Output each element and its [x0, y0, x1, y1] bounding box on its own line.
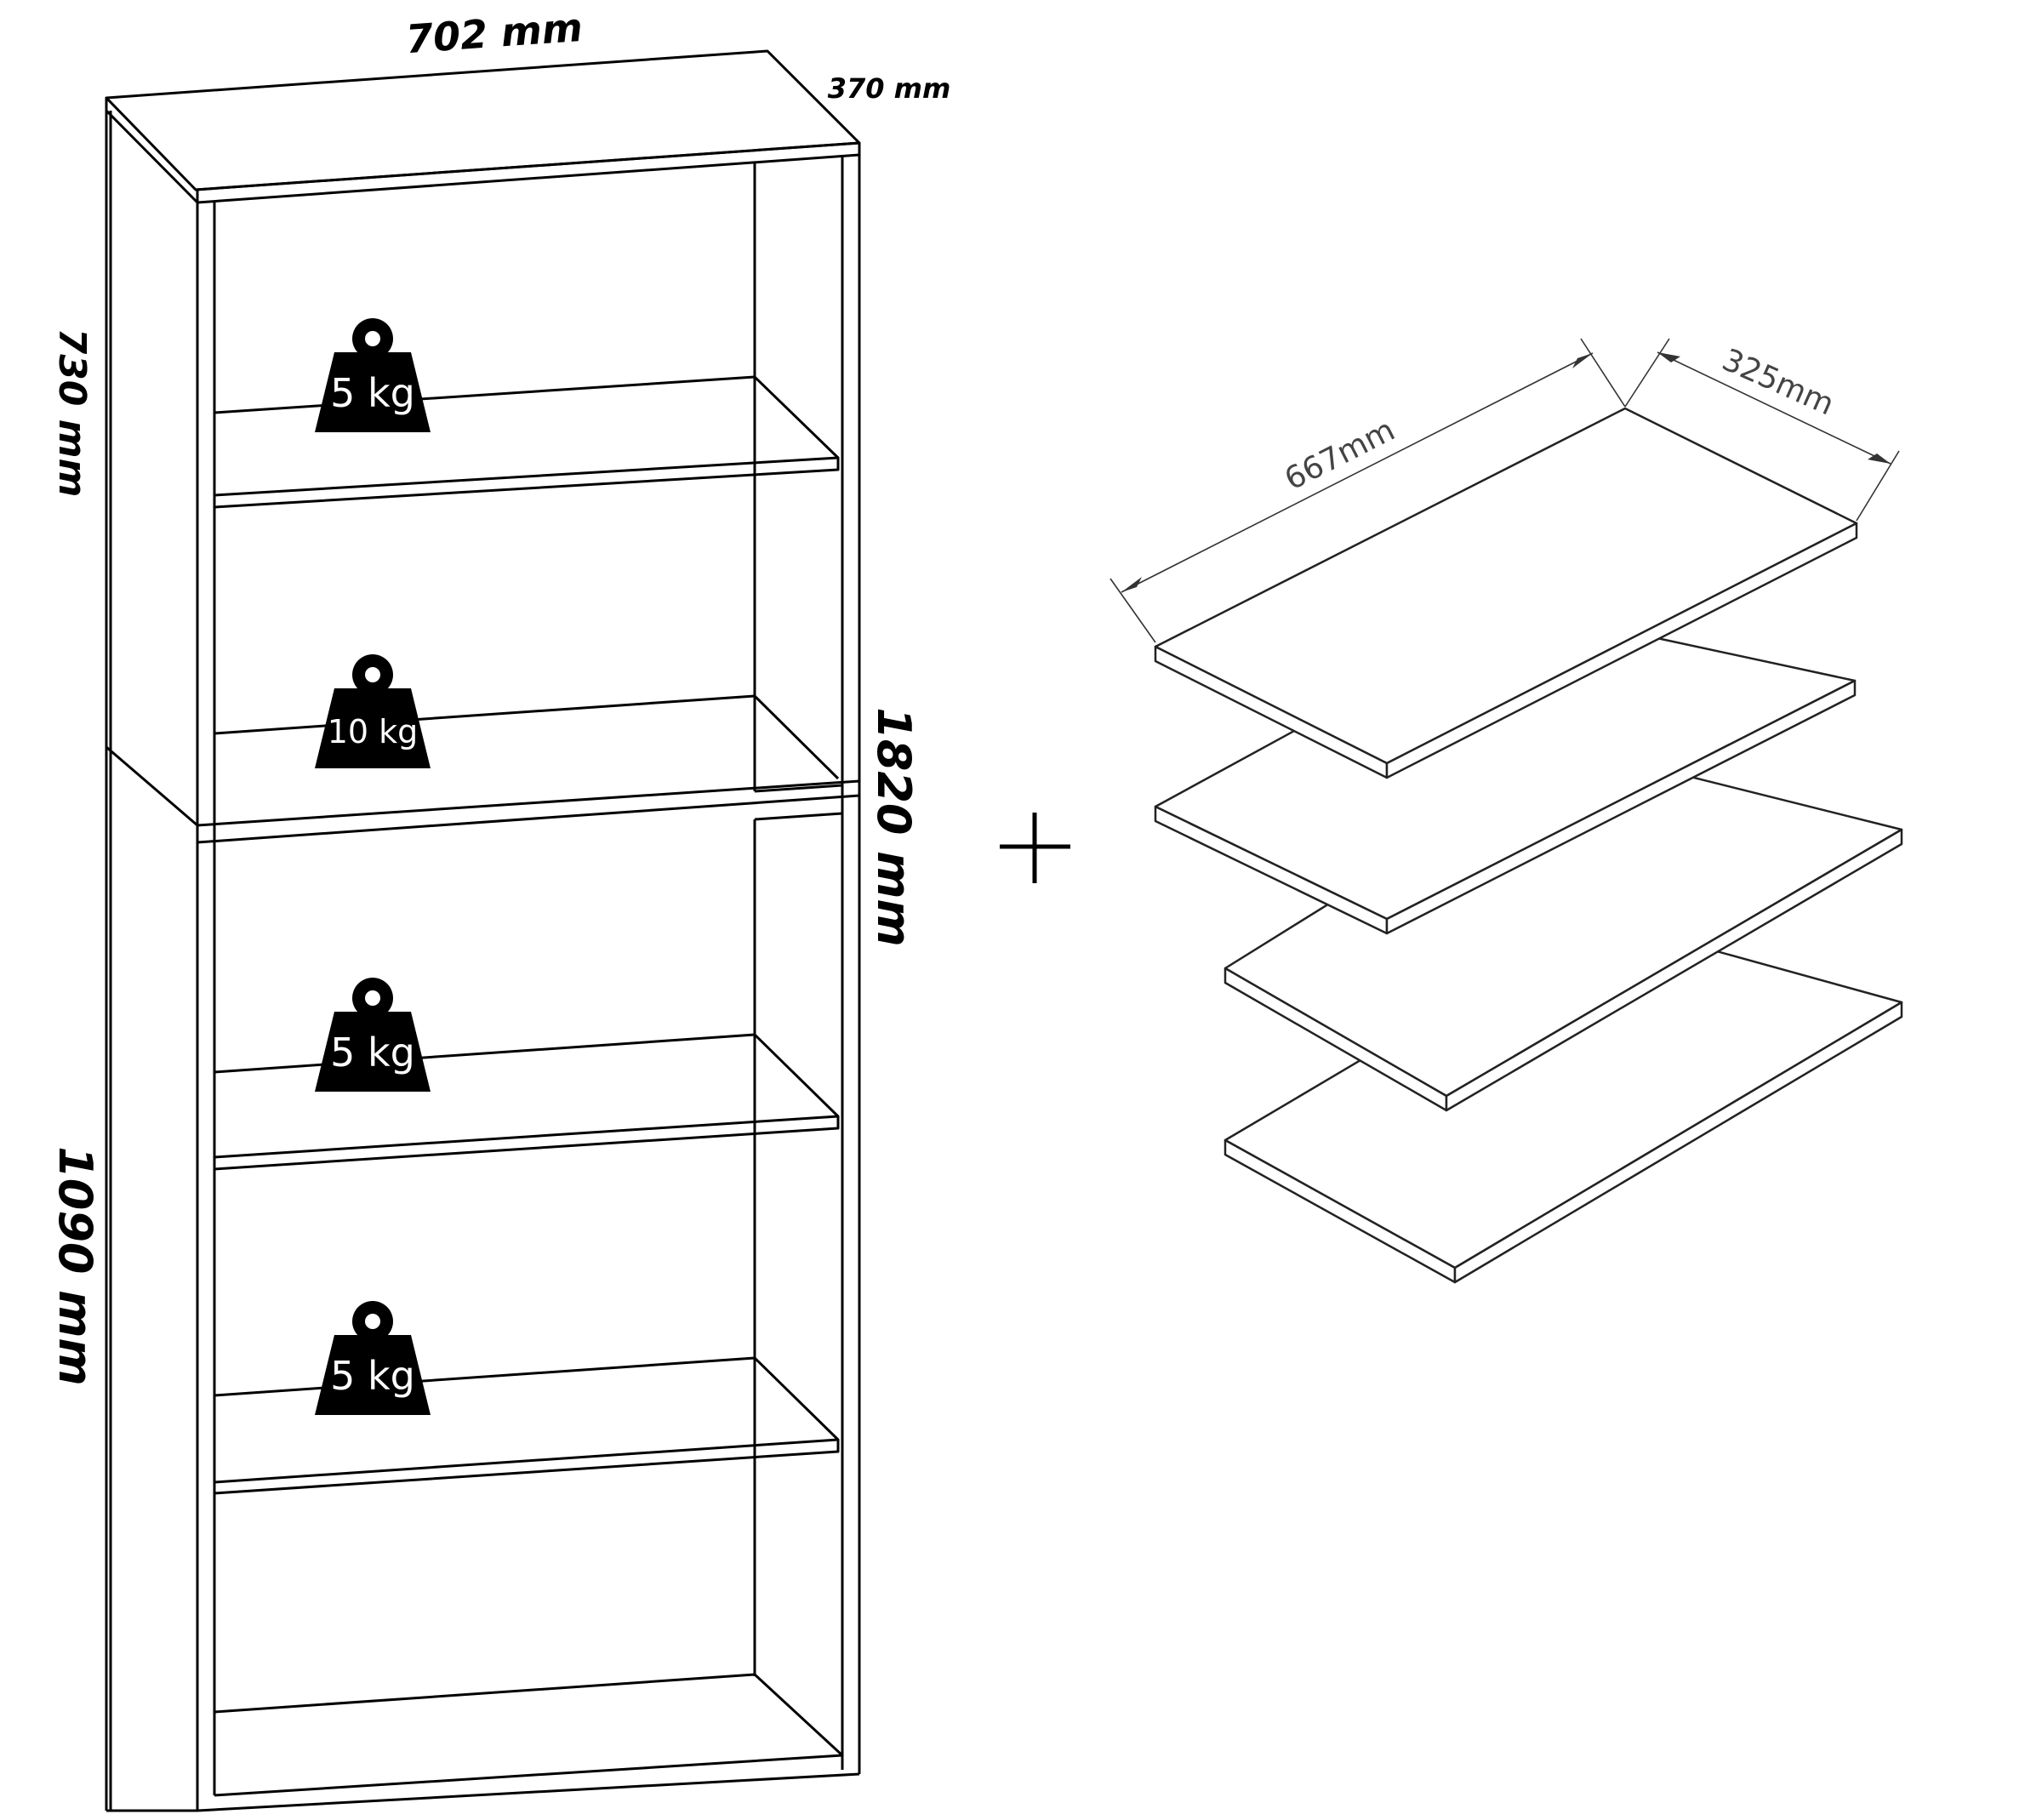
- weight-icon-4: 5 kg: [315, 1301, 431, 1415]
- weight-icon-2: 10 kg: [315, 654, 431, 768]
- arrow-head-icon: [1121, 577, 1142, 592]
- extra-shelf-2: [1154, 607, 1857, 935]
- board-length-label: 667mm: [1280, 413, 1400, 498]
- weight-label-2: 10 kg: [328, 713, 419, 750]
- lower-height-label: 1090 mm: [48, 1146, 102, 1386]
- arrow-head-icon: [1868, 454, 1891, 464]
- total-height-label: 1820 mm: [867, 707, 921, 947]
- module-joint-back: [754, 784, 843, 793]
- plus-sign: [1000, 813, 1070, 883]
- bookcase: [105, 49, 861, 1812]
- extra-shelf-1: [1154, 407, 1858, 779]
- module-joint-front: [197, 779, 861, 844]
- shelf-3: [214, 1033, 840, 1171]
- weight-label-1: 5 kg: [330, 370, 415, 416]
- weight-icon-3: 5 kg: [315, 978, 431, 1092]
- module-joint-side: [106, 745, 198, 827]
- top-front-edge: [195, 141, 861, 204]
- weight-label-4: 5 kg: [330, 1353, 415, 1399]
- shelf-2: [214, 694, 840, 780]
- extra-shelf-boards: [1154, 407, 1903, 1284]
- shelf-4: [214, 1356, 840, 1495]
- board-dimension-lines: [1109, 338, 1900, 643]
- arrow-head-icon: [1572, 353, 1593, 368]
- upper-height-label: 730 mm: [50, 328, 94, 498]
- width-label: 702 mm: [404, 4, 584, 62]
- arrow-head-icon: [1657, 352, 1680, 362]
- shelf-1: [214, 375, 840, 509]
- weight-icon-1: 5 kg: [315, 318, 431, 432]
- module-joint-back-lower: [754, 812, 843, 821]
- weight-label-3: 5 kg: [330, 1030, 415, 1075]
- depth-label: 370 mm: [828, 72, 951, 105]
- bottom-shelf: [197, 1673, 860, 1812]
